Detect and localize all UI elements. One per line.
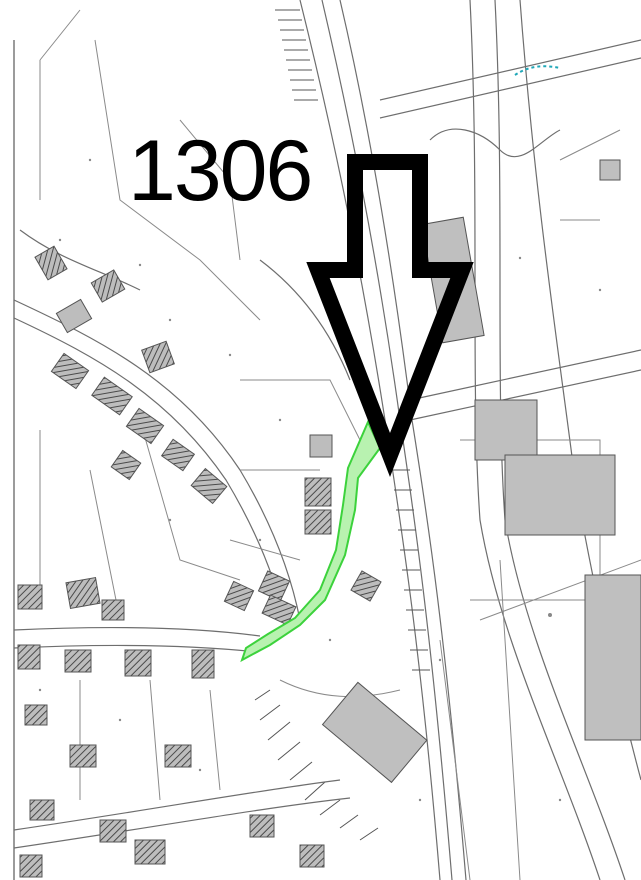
building [50,352,90,390]
buildings [17,159,641,878]
building [91,376,133,416]
building [584,574,641,741]
down-arrow-icon [306,154,474,478]
building [141,340,175,374]
highlighted-parcel [240,419,382,663]
local-road-curve [13,229,351,626]
building [304,509,332,535]
building [99,819,127,843]
building [34,245,68,281]
building [90,269,126,303]
building [304,477,332,507]
building [160,438,196,472]
building [257,570,291,602]
building [69,744,97,768]
building [504,454,616,536]
building [191,649,215,679]
building [223,580,255,612]
upper-road [379,39,641,158]
cross-roads [13,349,641,849]
building [17,584,43,610]
parcel-boundaries [39,9,641,880]
ground-markers [38,158,602,802]
building [24,704,48,726]
building [321,681,428,784]
building [110,449,142,481]
building [350,570,382,602]
building [190,467,228,505]
building [101,599,125,621]
annotation-dashed-line [514,65,561,76]
building [125,407,165,445]
building [124,649,152,677]
building [299,844,325,868]
building [65,577,101,609]
building [164,744,192,768]
building [64,649,92,673]
building [17,644,41,670]
parcel-number-label: 1306 [128,123,313,219]
embankment-hatching [254,9,430,841]
building [55,298,93,334]
building [249,814,275,838]
building [309,434,333,458]
building [474,399,538,461]
building [19,854,43,878]
building [599,159,621,181]
building [134,839,166,865]
building [29,799,55,821]
building [261,594,297,626]
